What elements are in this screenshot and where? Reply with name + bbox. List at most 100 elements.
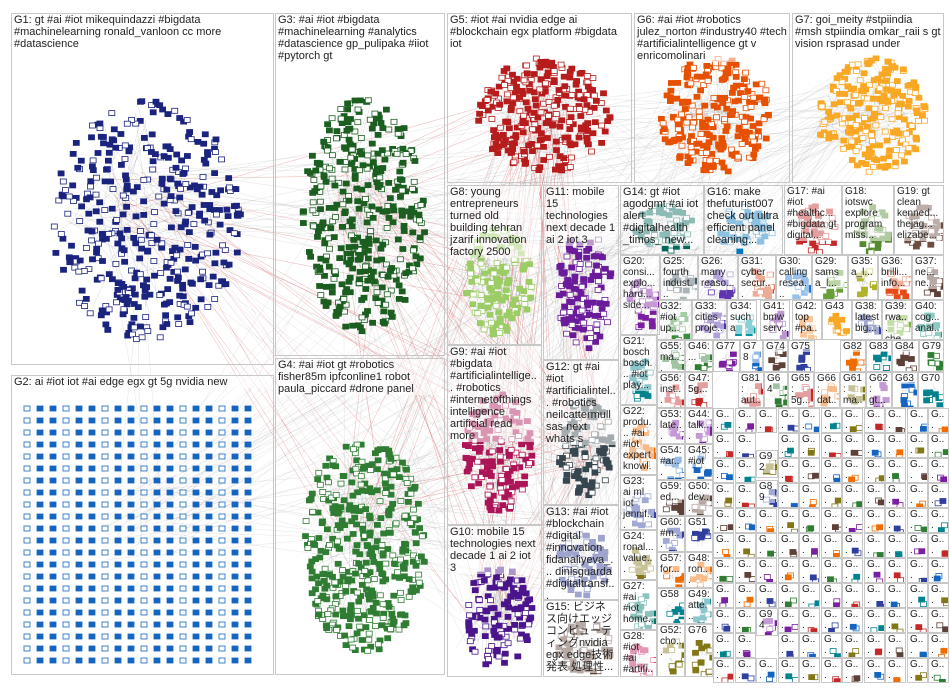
- node-vertex: [362, 506, 369, 513]
- group-box-g18: G18: iotswc explore program miss...: [842, 185, 894, 255]
- node-vertex: [376, 592, 384, 599]
- node-vertex: [309, 152, 316, 159]
- node-vertex: [412, 562, 420, 569]
- node-vertex: [573, 78, 580, 84]
- node-vertex: [152, 98, 160, 105]
- node-vertex: [678, 142, 686, 149]
- node-vertex: [218, 645, 226, 652]
- node-vertex: [378, 622, 386, 629]
- node-vertex: [494, 611, 502, 618]
- node-vertex: [192, 304, 200, 311]
- node-vertex: [506, 125, 513, 132]
- node-vertex: [335, 310, 342, 317]
- node-vertex: [905, 98, 913, 104]
- node-vertex: [105, 271, 113, 278]
- inter-group-edge: [339, 91, 516, 178]
- node-vertex: [312, 556, 319, 563]
- node-vertex: [174, 268, 181, 275]
- node-vertex: [49, 501, 57, 508]
- node-vertex: [316, 283, 323, 289]
- node-vertex: [330, 234, 338, 241]
- node-vertex: [490, 270, 498, 277]
- node-vertex: [482, 458, 490, 465]
- node-vertex: [348, 216, 356, 223]
- node-vertex: [140, 135, 148, 141]
- node-vertex: [211, 149, 219, 156]
- node-vertex: [319, 488, 327, 495]
- node-vertex: [358, 581, 366, 588]
- node-vertex: [244, 549, 252, 556]
- node-vertex: [340, 296, 348, 302]
- node-vertex: [514, 480, 522, 487]
- node-vertex: [166, 609, 174, 616]
- node-vertex: [75, 633, 83, 640]
- node-vertex: [465, 602, 473, 608]
- node-vertex: [75, 417, 83, 424]
- node-vertex: [143, 145, 151, 151]
- node-vertex: [549, 121, 557, 128]
- node-vertex: [206, 206, 214, 213]
- node-vertex: [166, 513, 174, 520]
- node-vertex: [153, 657, 161, 664]
- node-vertex: [93, 245, 101, 252]
- node-vertex: [487, 280, 495, 286]
- node-vertex: [87, 178, 95, 185]
- node-vertex: [364, 182, 372, 189]
- inter-group-edge: [341, 457, 597, 524]
- node-vertex: [169, 248, 176, 255]
- node-vertex: [674, 80, 682, 86]
- node-vertex: [354, 198, 362, 205]
- inter-group-edge: [487, 72, 841, 286]
- node-vertex: [68, 242, 75, 249]
- node-vertex: [192, 621, 200, 628]
- node-vertex: [674, 121, 682, 128]
- node-vertex: [105, 230, 113, 237]
- node-vertex: [699, 119, 706, 126]
- node-vertex: [360, 612, 368, 619]
- inter-group-edge: [348, 497, 577, 517]
- node-vertex: [532, 102, 540, 109]
- node-vertex: [57, 231, 65, 237]
- node-vertex: [377, 120, 385, 126]
- node-vertex: [347, 602, 355, 609]
- node-vertex: [718, 77, 726, 83]
- node-vertex: [484, 499, 492, 506]
- node-vertex: [368, 489, 376, 496]
- node-vertex: [302, 533, 309, 540]
- node-vertex: [374, 466, 381, 473]
- node-vertex: [96, 218, 104, 225]
- node-vertex: [62, 429, 70, 436]
- node-vertex: [310, 540, 317, 547]
- node-vertex: [167, 224, 175, 231]
- node-vertex: [827, 114, 835, 121]
- node-vertex: [762, 135, 770, 142]
- node-vertex: [380, 530, 388, 537]
- intra-edge: [507, 112, 516, 119]
- node-vertex: [378, 284, 386, 291]
- node-vertex: [376, 498, 384, 505]
- node-vertex: [374, 457, 382, 464]
- node-vertex: [840, 137, 848, 144]
- node-vertex: [206, 231, 214, 238]
- node-vertex: [409, 265, 417, 272]
- node-vertex: [518, 451, 526, 458]
- node-vertex: [212, 249, 220, 256]
- node-vertex: [36, 585, 44, 592]
- node-vertex: [886, 147, 893, 154]
- node-vertex: [558, 269, 566, 276]
- node-vertex: [510, 159, 518, 166]
- node-vertex: [741, 118, 748, 125]
- inter-group-edge: [524, 96, 539, 113]
- node-vertex: [374, 641, 382, 648]
- node-vertex: [160, 153, 168, 160]
- node-vertex: [357, 324, 364, 331]
- node-vertex: [127, 465, 135, 472]
- node-vertex: [388, 610, 396, 617]
- intra-edge: [133, 200, 164, 214]
- node-vertex: [213, 192, 221, 199]
- node-vertex: [321, 272, 328, 279]
- node-vertex: [101, 633, 109, 640]
- node-vertex: [102, 321, 110, 328]
- node-vertex: [384, 635, 392, 642]
- node-vertex: [463, 290, 470, 296]
